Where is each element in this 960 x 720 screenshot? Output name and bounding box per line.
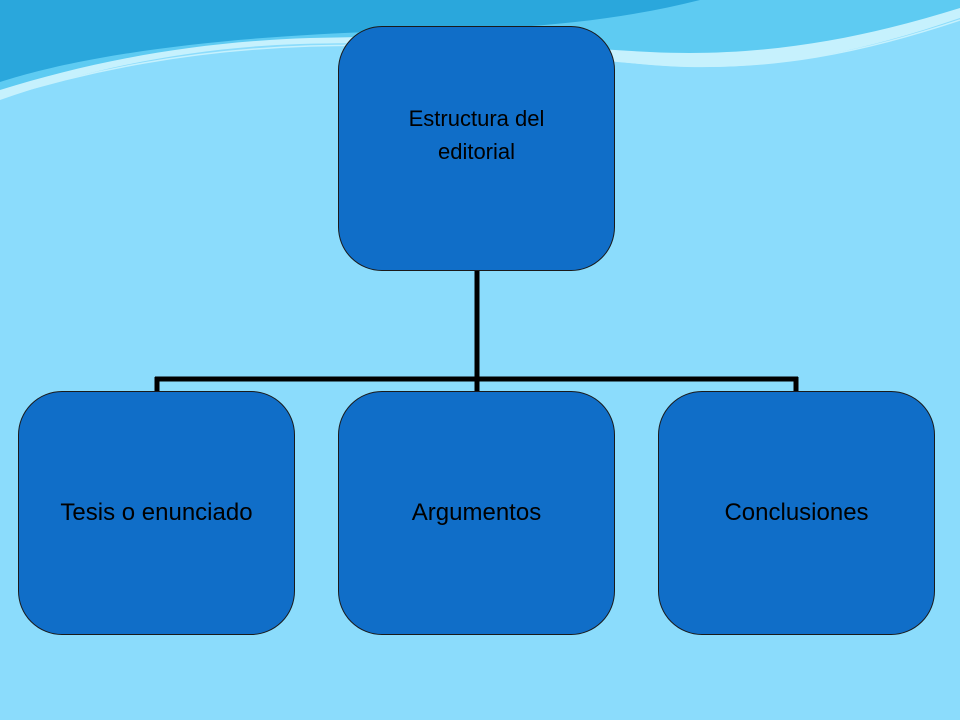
child-node-label: Conclusiones bbox=[724, 498, 869, 526]
child-node-conclusiones: Conclusiones bbox=[658, 391, 935, 635]
root-node-label: Estructura del editorial bbox=[408, 105, 545, 164]
root-node: Estructura del editorial bbox=[338, 26, 615, 271]
child-node-label: Argumentos bbox=[411, 498, 542, 526]
child-node-argumentos: Argumentos bbox=[338, 391, 615, 635]
child-node-tesis: Tesis o enunciado bbox=[18, 391, 295, 635]
wave-dark-band bbox=[0, 0, 700, 82]
child-node-label: Tesis o enunciado bbox=[60, 498, 253, 526]
